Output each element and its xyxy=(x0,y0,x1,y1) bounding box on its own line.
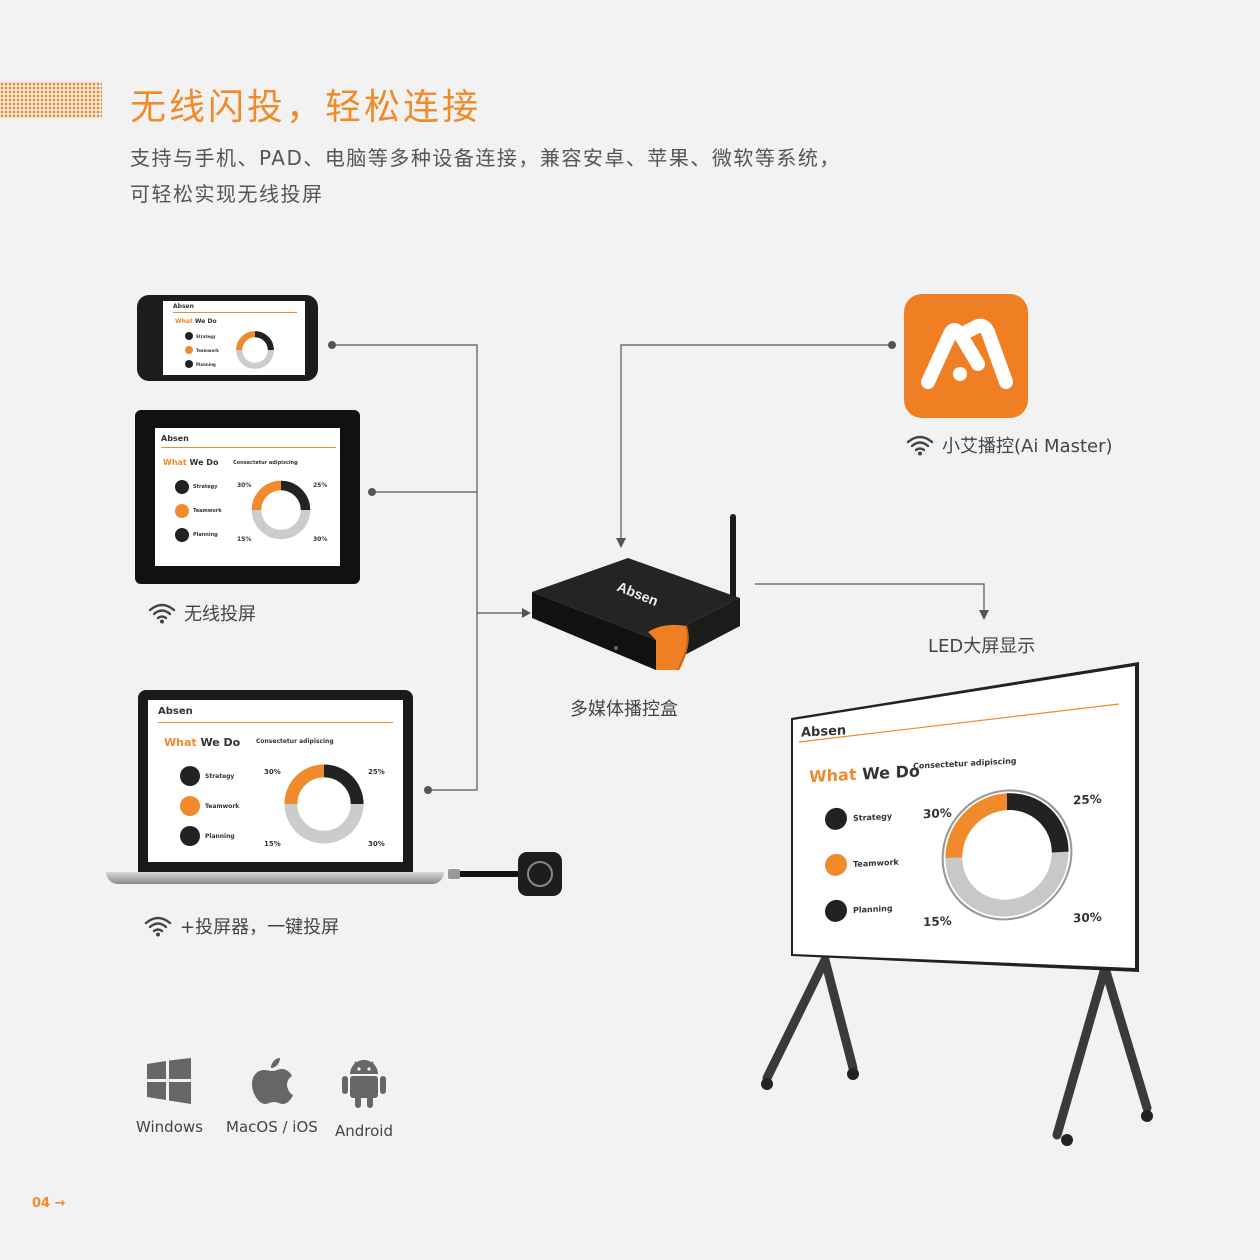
media-box-device: Absen xyxy=(532,514,740,671)
ai-master-app-icon xyxy=(904,294,1028,418)
led-item: Teamwork xyxy=(825,851,899,877)
laptop-item: Planning xyxy=(180,826,235,846)
media-box-caption: 多媒体播控盒 xyxy=(570,699,678,720)
app-caption: 小艾播控(Ai Master) xyxy=(906,432,1113,458)
led-screen-sub: Consectetur adipiscing xyxy=(913,756,1017,771)
laptop-item: Strategy xyxy=(180,766,234,786)
phone-screen-heading: What We Do xyxy=(175,318,217,325)
phone-donut-chart xyxy=(236,331,274,369)
laptop-base xyxy=(106,872,444,884)
tablet-screen-brand: Absen xyxy=(161,434,189,443)
led-screen-heading: What We Do xyxy=(809,761,920,787)
led-pct: 25% xyxy=(1073,791,1102,808)
led-caption: LED大屏显示 xyxy=(928,636,1036,657)
laptop-screen-rule xyxy=(158,722,393,723)
laptop-donut-chart xyxy=(284,764,364,844)
phone-item: Strategy xyxy=(185,332,216,340)
subtitle-line-1: 支持与手机、PAD、电脑等多种设备连接，兼容安卓、苹果、微软等系统， xyxy=(130,146,841,170)
laptop-screen: Absen What We Do Consectetur adipiscing … xyxy=(148,700,403,862)
tablet-item: Teamwork xyxy=(175,504,222,518)
led-pct: 30% xyxy=(1073,909,1102,926)
phone-screen-rule xyxy=(173,312,297,313)
phone-item: Planning xyxy=(185,360,216,368)
led-screen-content: Absen What We Do Consectetur adipiscing … xyxy=(795,673,1125,946)
page-title: 无线闪投，轻松连接 xyxy=(130,87,482,128)
dongle-device xyxy=(448,852,562,896)
laptop-pct: 30% xyxy=(368,840,385,848)
tablet-screen-rule xyxy=(161,447,336,448)
laptop-device: Absen What We Do Consectetur adipiscing … xyxy=(138,690,413,872)
subtitle-line-2: 可轻松实现无线投屏 xyxy=(130,182,324,206)
tablet-screen-sub: Consectetur adipiscing xyxy=(233,460,298,466)
laptop-caption: +投屏器，一键投屏 xyxy=(144,913,339,939)
page-subtitle: 支持与手机、PAD、电脑等多种设备连接，兼容安卓、苹果、微软等系统， 可轻松实现… xyxy=(130,140,841,212)
tablet-screen: Absen What We Do Consectetur adipiscing … xyxy=(155,428,340,566)
laptop-item: Teamwork xyxy=(180,796,239,816)
tablet-pct: 15% xyxy=(237,536,252,543)
tablet-donut-chart xyxy=(251,480,311,540)
tablet-pct: 30% xyxy=(237,482,252,489)
phone-device: Absen What We Do Strategy Teamwork Plann… xyxy=(137,295,318,381)
laptop-pct: 25% xyxy=(368,768,385,776)
phone-screen: Absen What We Do Strategy Teamwork Plann… xyxy=(163,301,305,375)
windows-icon xyxy=(147,1058,192,1104)
tablet-pct: 30% xyxy=(313,536,328,543)
dot-pattern-decoration xyxy=(0,82,102,118)
led-donut-chart xyxy=(941,789,1073,921)
tablet-pct: 25% xyxy=(313,482,328,489)
tablet-caption: 无线投屏 xyxy=(148,600,256,626)
laptop-screen-heading: What We Do xyxy=(164,736,241,749)
phone-screen-brand: Absen xyxy=(173,303,194,310)
tablet-item: Planning xyxy=(175,528,218,542)
os-item-windows: Windows xyxy=(136,1058,203,1136)
os-item-macos: MacOS / iOS xyxy=(226,1058,318,1136)
tablet-screen-heading: What We Do xyxy=(163,458,219,467)
arrow-right-icon: → xyxy=(50,1196,66,1211)
page-number: 04 → xyxy=(32,1196,66,1211)
tablet-item: Strategy xyxy=(175,480,217,494)
apple-icon xyxy=(251,1058,293,1104)
phone-item: Teamwork xyxy=(185,346,219,354)
wifi-icon xyxy=(148,602,176,624)
android-icon xyxy=(342,1060,386,1108)
laptop-screen-sub: Consectetur adipiscing xyxy=(256,738,334,745)
led-item: Planning xyxy=(825,897,893,923)
laptop-pct: 15% xyxy=(264,840,281,848)
led-screen-brand: Absen xyxy=(801,723,847,741)
wifi-icon xyxy=(906,434,934,456)
wifi-icon xyxy=(144,915,172,937)
tablet-device: Absen What We Do Consectetur adipiscing … xyxy=(135,410,360,584)
laptop-pct: 30% xyxy=(264,768,281,776)
os-item-android: Android xyxy=(335,1058,393,1140)
laptop-screen-brand: Absen xyxy=(158,706,193,717)
led-item: Strategy xyxy=(825,805,892,831)
